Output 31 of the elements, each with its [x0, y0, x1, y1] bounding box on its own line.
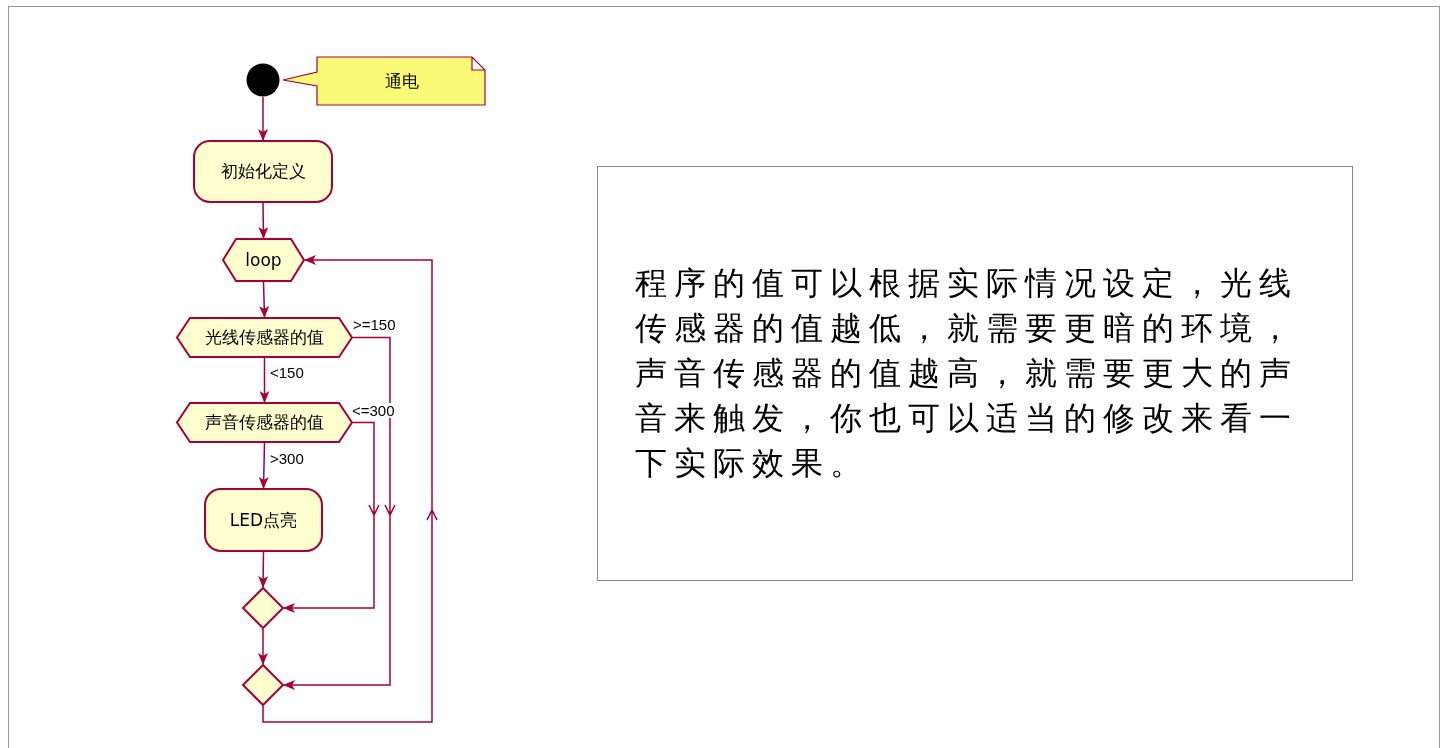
node-label: 声音传感器的值 — [205, 411, 324, 434]
node-label: 光线传感器的值 — [205, 326, 324, 349]
text-panel — [597, 166, 1353, 581]
arrow — [262, 255, 438, 723]
action-box — [193, 140, 333, 203]
description-text: 程序的值可以根据实际情况设定，光线传感器的值越低，就需要更暗的环境，声音传感器的值越高，就需要更大的声音来触发，你也可以适当的修改来看一下实际效果。 — [635, 263, 1299, 484]
merge-diamond — [242, 664, 284, 706]
node-label: 初始化定义 — [220, 160, 306, 183]
arrow — [258, 442, 269, 489]
node-label: LED点亮 — [229, 508, 298, 532]
arrow — [259, 281, 270, 318]
loop-hexagon — [222, 238, 305, 282]
start-circle — [246, 63, 280, 97]
arrow — [258, 551, 269, 588]
note-callout — [282, 56, 486, 106]
node-label: loop — [245, 250, 282, 270]
arrow — [283, 336, 396, 690]
arrow — [258, 202, 269, 239]
action-box — [204, 488, 323, 552]
condition-hexagon — [176, 317, 353, 358]
arrow — [258, 628, 268, 665]
arrow — [283, 421, 380, 613]
edge-label: >=150 — [353, 317, 396, 332]
merge-diamond — [242, 587, 284, 629]
condition-hexagon — [176, 402, 353, 443]
edge-label: <=300 — [352, 403, 395, 418]
edge-label: >300 — [270, 451, 304, 466]
arrow — [258, 96, 268, 141]
node-label: 通电 — [385, 69, 419, 93]
edge-label: <150 — [270, 365, 304, 380]
arrow — [259, 357, 270, 403]
